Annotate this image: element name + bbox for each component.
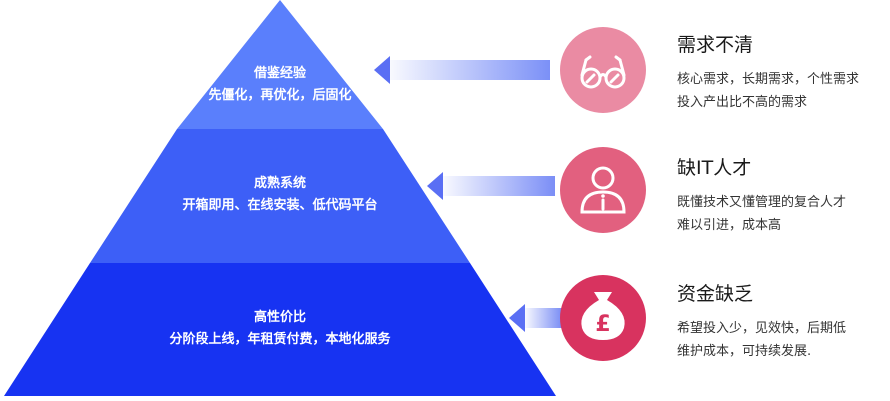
problem-talent-desc-line1: 既懂技术又懂管理的复合人才: [677, 195, 847, 210]
problem-funds-desc-line2: 维护成本，可持续发展.: [677, 344, 812, 359]
problem-funds-desc-line1: 希望投入少，见效快，后期低: [677, 321, 847, 336]
money-bag-icon: £: [581, 292, 625, 340]
problem-needs-desc-line2: 投入产出比不高的需求: [677, 95, 808, 110]
svg-text:£: £: [595, 312, 610, 337]
tier-bottom-desc: 分阶段上线，年租赁付费，本地化服务: [169, 332, 391, 347]
tier-middle-title: 成熟系统: [253, 176, 306, 191]
person-icon: [580, 166, 626, 214]
problem-needs-title: 需求不清: [677, 34, 754, 56]
tier-bottom-title: 高性价比: [253, 310, 306, 325]
circle-needs: [560, 27, 646, 113]
problem-talent-desc-line2: 难以引进，成本高: [677, 218, 782, 233]
problem-funds-title: 资金缺乏: [677, 283, 754, 305]
glasses-icon: [580, 55, 626, 89]
tier-middle-desc: 开箱即用、在线安装、低代码平台: [182, 198, 378, 213]
arrow-top: [374, 56, 550, 84]
pyramid-tier-middle: [90, 129, 470, 263]
tier-top-title: 借鉴经验: [253, 66, 306, 81]
problem-talent-title: 缺IT人才: [677, 157, 752, 179]
tier-top-desc: 先僵化，再优化，后固化: [208, 88, 352, 103]
tier-bottom-text: 高性价比 分阶段上线，年租赁付费，本地化服务: [120, 307, 440, 351]
circle-talent: [560, 147, 646, 233]
pyramid-tier-bottom: [4, 263, 556, 396]
tier-middle-text: 成熟系统 开箱即用、在线安装、低代码平台: [140, 173, 420, 217]
tier-top-text: 借鉴经验 先僵化，再优化，后固化: [180, 63, 380, 107]
problem-needs-desc-line1: 核心需求，长期需求，个性需求: [677, 72, 860, 87]
circle-funds: £: [560, 275, 646, 361]
arrow-middle: [427, 172, 555, 200]
arrow-bottom: [509, 304, 565, 332]
pyramid-tier-top: [177, 0, 383, 129]
